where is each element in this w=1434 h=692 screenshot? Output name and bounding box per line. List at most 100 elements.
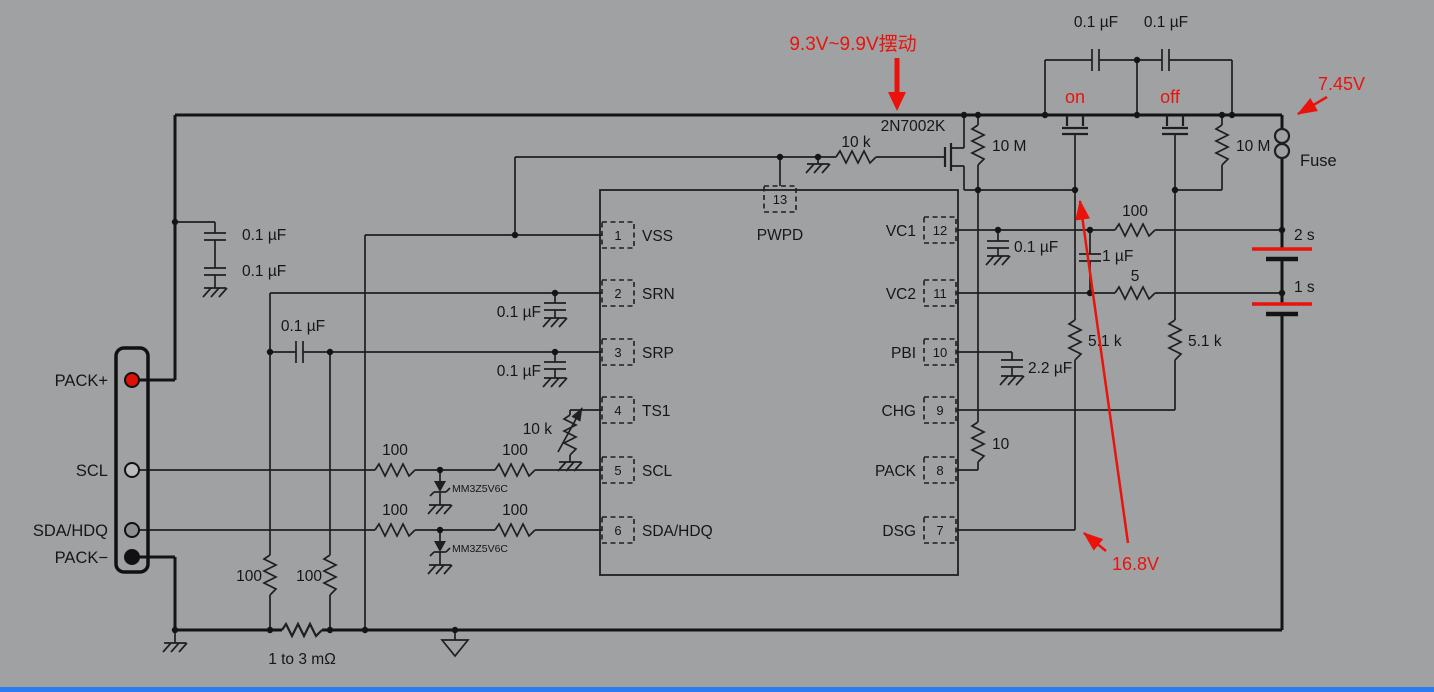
pin-number: 5 [614, 463, 621, 478]
fet-off-annotation: off [1160, 87, 1181, 107]
sda-hdq-label: SDA/HDQ [33, 522, 108, 540]
cap-value-label: 0.1 µF [281, 318, 325, 335]
pack-voltage-arrow [1296, 95, 1328, 116]
resistor-value-label: 5.1 k [1188, 333, 1222, 350]
pin-box [923, 516, 957, 544]
thermistor-arrow [557, 407, 583, 453]
power-rails [139, 113, 1284, 638]
pin-box [601, 221, 635, 249]
resistor-value-label: 100 [502, 442, 528, 459]
junction-dots [171, 56, 1286, 634]
component-symbols [162, 48, 1312, 657]
resistor-value-label: 100 [236, 568, 262, 585]
pin-box [601, 338, 635, 366]
pin-name-ts1: TS1 [642, 403, 670, 420]
battery-voltage-arrow-long [1075, 199, 1130, 544]
cap-value-label: 0.1 µF [242, 263, 286, 280]
fuse-symbol [1273, 127, 1291, 160]
cap-value-label: 1 µF [1102, 248, 1133, 265]
pin-number: 9 [936, 403, 943, 418]
resistor-value-label: 100 [502, 502, 528, 519]
red-annotations: 9.3V~9.9V摆动 on off 7.45V 16.8V [789, 33, 1365, 574]
cell-count-label: 1 s [1294, 279, 1315, 296]
pin-number: 2 [614, 286, 621, 301]
power-fet-off-symbol [1162, 115, 1188, 142]
cell-count-label: 2 s [1294, 227, 1315, 244]
pin-name-scl: SCL [642, 463, 673, 480]
pack-minus-label: PACK− [55, 549, 108, 567]
cap-value-label: 0.1 µF [242, 227, 286, 244]
scl-terminal [124, 462, 140, 478]
pin-name-pack: PACK [875, 463, 917, 480]
resistor-value-label: 10 [992, 436, 1010, 453]
pin-name-pwpd: PWPD [757, 227, 804, 244]
resistor-value-label: 10 k [841, 134, 871, 151]
pin-box [601, 456, 635, 484]
pin-number: 11 [933, 286, 947, 301]
pin-box [923, 279, 957, 307]
pin-number: 1 [614, 228, 621, 243]
pin-number: 7 [936, 523, 943, 538]
pin-number: 6 [614, 523, 621, 538]
pin-name-sda-hdq: SDA/HDQ [642, 523, 713, 540]
pin-box [923, 338, 957, 366]
cap-value-label: 0.1 µF [497, 304, 541, 321]
cap-value-label: 0.1 µF [497, 363, 541, 380]
cap-value-label: 0.1 µF [1014, 239, 1058, 256]
resistor-value-label: 5.1 k [1088, 333, 1122, 350]
cap-value-label: 2.2 µF [1028, 360, 1072, 377]
pack-plus-label: PACK+ [55, 372, 108, 390]
pin-box [923, 396, 957, 424]
pin-name-pbi: PBI [891, 345, 916, 362]
component-labels: 0.1 µF 0.1 µF 0.1 µF 0.1 µF 0.1 µF 10 k … [236, 14, 1337, 668]
resistor-value-label: 100 [1122, 203, 1148, 220]
pin-number: 10 [933, 345, 947, 360]
gate-swing-annotation: 9.3V~9.9V摆动 [789, 33, 916, 55]
pack-minus-terminal [124, 549, 140, 565]
battery-cells [1252, 247, 1312, 317]
nfet-2n7002k-symbol [943, 115, 965, 190]
pin-number: 8 [936, 463, 943, 478]
zener-part-label: MM3Z5V6C [452, 483, 508, 495]
pin-number: 13 [773, 192, 787, 207]
resistor-value-label: 100 [296, 568, 322, 585]
swing-arrowhead [888, 92, 906, 111]
transistor-part-label: 2N7002K [881, 118, 946, 135]
zener-part-label: MM3Z5V6C [452, 543, 508, 555]
pin-box [923, 216, 957, 244]
battery-voltage-arrow-short [1083, 532, 1107, 552]
ic-outline [599, 189, 959, 576]
pin-name-vc2: VC2 [886, 286, 916, 303]
resistor-value-label: 5 [1131, 268, 1140, 285]
signal-wires [139, 59, 1282, 643]
resistor-value-label: 10 M [1236, 138, 1270, 155]
scl-label: SCL [76, 462, 108, 480]
pin-name-srp: SRP [642, 345, 674, 362]
pin-box [923, 456, 957, 484]
pack-connector: PACK+ SCL SDA/HDQ PACK− [33, 346, 150, 574]
cap-value-label: 0.1 µF [1074, 14, 1118, 31]
resistor-value-label: 100 [382, 502, 408, 519]
pin-name-vss: VSS [642, 228, 673, 245]
fet-on-annotation: on [1065, 87, 1085, 107]
pin-name-vc1: VC1 [886, 223, 916, 240]
pin-box [763, 185, 797, 213]
pin-box [601, 279, 635, 307]
sda-terminal [124, 522, 140, 538]
pin-box [601, 516, 635, 544]
cap-value-label: 0.1 µF [1144, 14, 1188, 31]
pack-voltage-annotation: 7.45V [1318, 74, 1365, 94]
resistor-value-label: 10 M [992, 138, 1026, 155]
battery-voltage-annotation: 16.8V [1112, 554, 1159, 574]
resistor-value-label: 10 k [523, 421, 553, 438]
fuse-label: Fuse [1300, 152, 1337, 170]
ic-block: 1 VSS 2 SRN 3 SRP 4 TS1 5 SCL 6 SDA/HDQ … [599, 185, 959, 576]
pin-number: 3 [614, 345, 621, 360]
power-fet-on-symbol [1062, 115, 1088, 142]
pin-number: 4 [614, 403, 621, 418]
pin-box [601, 396, 635, 424]
sense-resistor-label: 1 to 3 mΩ [268, 651, 336, 668]
resistor-value-label: 100 [382, 442, 408, 459]
bottom-blue-bar [0, 687, 1434, 692]
